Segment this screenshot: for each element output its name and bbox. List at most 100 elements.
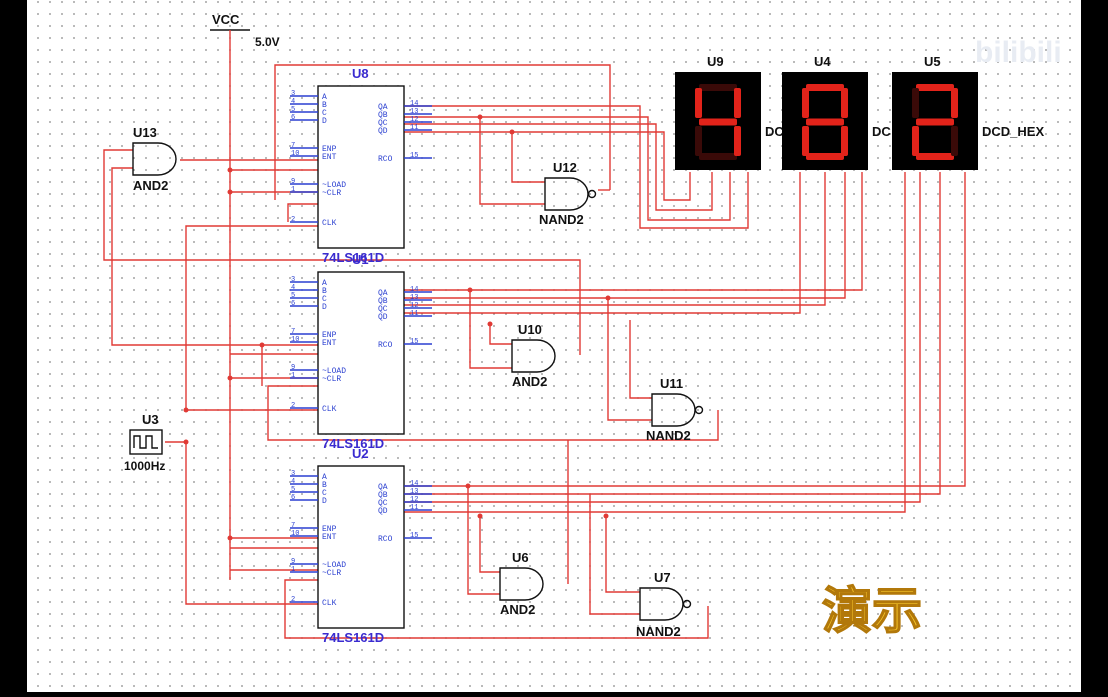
- pin-number: 6: [291, 300, 295, 308]
- pin-label: ~CLR: [322, 375, 341, 384]
- chip-body: [317, 271, 405, 435]
- pin-number: 1: [291, 566, 295, 574]
- pin-label: QD: [378, 507, 388, 516]
- gate-ref: U6: [512, 550, 529, 565]
- counter-u8[interactable]: U874LS161DA3B4C5D6ENP7ENT10~LOAD9~CLR1CL…: [290, 66, 432, 265]
- wires: [103, 64, 966, 639]
- display-label: DC: [872, 124, 891, 139]
- clock-frequency: 1000Hz: [124, 459, 165, 473]
- segment-a: [699, 84, 737, 91]
- pin-label: CLK: [322, 405, 337, 414]
- gate-u12[interactable]: U12 NAND2: [539, 160, 597, 227]
- segment-e: [802, 126, 809, 156]
- gate-u7[interactable]: U7 NAND2: [636, 570, 692, 639]
- clock-source[interactable]: U3 1000Hz: [124, 412, 165, 473]
- pin-number: 1: [291, 372, 295, 380]
- gate-u6[interactable]: U6 AND2: [499, 550, 544, 617]
- pin-number: 10: [291, 530, 299, 538]
- pin-label: D: [322, 303, 327, 312]
- pin-number: 4: [291, 284, 295, 292]
- display-ref: U4: [814, 54, 831, 69]
- pin-number: 12: [410, 496, 418, 504]
- pin-number: 11: [410, 124, 418, 132]
- pin-number: 7: [291, 328, 295, 336]
- pin-label: QC: [378, 119, 388, 128]
- segment-f: [802, 88, 809, 118]
- pin-number: 3: [291, 276, 295, 284]
- gate-ref: U10: [518, 322, 542, 337]
- pin-label: QB: [378, 111, 388, 120]
- pin-number: 9: [291, 558, 295, 566]
- pin-number: 13: [410, 294, 418, 302]
- counter-u1[interactable]: U174LS161DA3B4C5D6ENP7ENT10~LOAD9~CLR1CL…: [290, 252, 432, 451]
- display-ref: U9: [707, 54, 724, 69]
- pin-label: ~CLR: [322, 189, 341, 198]
- pin-label: QB: [378, 297, 388, 306]
- pin-number: 10: [291, 336, 299, 344]
- pin-number: 2: [291, 216, 295, 224]
- pin-label: RCO: [378, 155, 393, 164]
- pin-label: CLK: [322, 599, 337, 608]
- display-ref: U5: [924, 54, 941, 69]
- pin-label: ENT: [322, 153, 337, 162]
- pin-label: RCO: [378, 341, 393, 350]
- pin-label: QD: [378, 127, 388, 136]
- pin-number: 7: [291, 522, 295, 530]
- gate-ref: U11: [660, 376, 683, 391]
- pin-number: 11: [410, 310, 418, 318]
- pin-number: 12: [410, 116, 418, 124]
- segment-d: [806, 153, 844, 160]
- pin-number: 15: [410, 338, 418, 346]
- pin-label: D: [322, 117, 327, 126]
- pin-label: CLK: [322, 219, 337, 228]
- pin-label: ENP: [322, 145, 337, 154]
- gate-u11[interactable]: U11 NAND2: [646, 376, 704, 443]
- bilibili-watermark: bilibili: [975, 36, 1062, 69]
- segment-b: [734, 88, 741, 118]
- pin-label: B: [322, 101, 327, 110]
- gate-type: NAND2: [636, 624, 681, 639]
- pin-number: 2: [291, 402, 295, 410]
- pin-label: B: [322, 481, 327, 490]
- gate-type: AND2: [500, 602, 535, 617]
- pin-number: 2: [291, 596, 295, 604]
- chip-body: [317, 465, 405, 629]
- gate-u13[interactable]: U13 AND2: [132, 125, 177, 193]
- pin-label: D: [322, 497, 327, 506]
- vcc-label: VCC: [212, 12, 240, 27]
- display-label: DC: [765, 124, 784, 139]
- pin-label: ENT: [322, 533, 337, 542]
- pin-number: 9: [291, 364, 295, 372]
- chip-body: [317, 85, 405, 249]
- display-label: DCD_HEX: [982, 124, 1044, 139]
- pin-number: 5: [291, 106, 295, 114]
- pin-number: 6: [291, 114, 295, 122]
- pin-number: 4: [291, 478, 295, 486]
- segment-d: [916, 153, 954, 160]
- segment-f: [695, 88, 702, 118]
- segment-c: [841, 126, 848, 156]
- pin-number: 1: [291, 186, 295, 194]
- pin-number: 3: [291, 470, 295, 478]
- segment-e: [695, 126, 702, 156]
- chip-part: 74LS161D: [322, 630, 384, 645]
- gate-ref: U13: [133, 125, 157, 140]
- gate-ref: U12: [553, 160, 577, 175]
- pin-number: 15: [410, 152, 418, 160]
- pin-label: C: [322, 109, 327, 118]
- vcc-source[interactable]: VCC 5.0V: [210, 12, 280, 580]
- pin-number: 3: [291, 90, 295, 98]
- pin-number: 14: [410, 480, 418, 488]
- pin-number: 15: [410, 532, 418, 540]
- pin-label: ENP: [322, 331, 337, 340]
- pin-label: QA: [378, 103, 388, 112]
- gate-u10[interactable]: U10 AND2: [511, 322, 556, 389]
- pin-label: QB: [378, 491, 388, 500]
- counter-u2[interactable]: U274LS161DA3B4C5D6ENP7ENT10~LOAD9~CLR1CL…: [290, 446, 432, 645]
- pin-label: QC: [378, 305, 388, 314]
- segment-c: [734, 126, 741, 156]
